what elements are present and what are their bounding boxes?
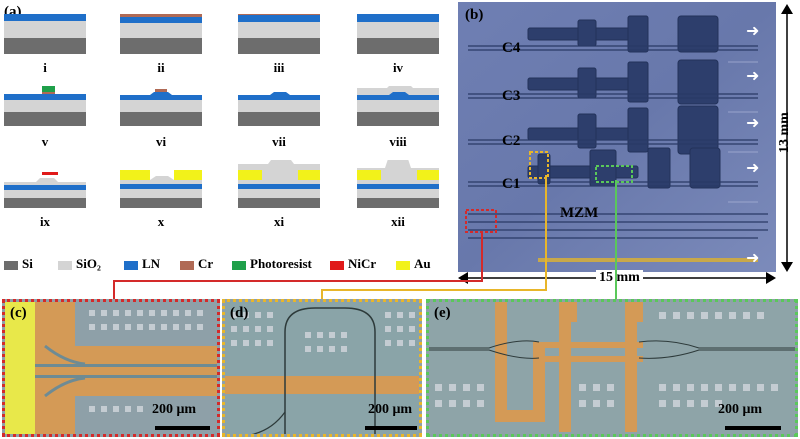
- step-ix-diagram: [4, 168, 86, 208]
- step-iii-label: iii: [273, 60, 285, 75]
- legend-nicr-swatch: [330, 260, 344, 270]
- step-iv-label: iv: [392, 60, 404, 75]
- step-vii-label: vii: [272, 134, 286, 149]
- legend-au: Au: [396, 256, 431, 272]
- panel-d-zoom: [222, 299, 422, 437]
- legend-sio2: SiO₂: [58, 256, 101, 272]
- step-ix-label: ix: [39, 214, 51, 229]
- step-xii-label: xii: [391, 214, 405, 229]
- legend-cr-swatch: [180, 260, 194, 270]
- panel-b-label: (b): [465, 7, 484, 23]
- legend-cr-text: Cr: [198, 256, 214, 271]
- step-viii-diagram: [357, 82, 439, 126]
- panel-e-zoom: [426, 299, 798, 437]
- step-xii-diagram: [357, 156, 439, 208]
- panel-d-scale-label: 200 μm: [368, 402, 413, 417]
- channel-c4-label: C4: [502, 40, 521, 56]
- step-ii-diagram: [120, 14, 202, 54]
- mzm-label: MZM: [560, 205, 599, 221]
- step-v-diagram: [4, 86, 86, 126]
- height-dimension-arrow: [781, 4, 793, 272]
- step-vi-diagram: [120, 86, 202, 126]
- channel-c1-label: C1: [502, 176, 521, 192]
- output-arrow-icon: ➜: [746, 158, 760, 177]
- step-i-label: i: [43, 60, 47, 75]
- panel-c-label: (c): [10, 305, 27, 321]
- step-xi-diagram: [238, 156, 320, 208]
- legend-nicr: NiCr: [330, 256, 376, 272]
- panel-e-label: (e): [434, 305, 451, 321]
- legend-ln: LN: [124, 256, 160, 272]
- step-x-label: x: [157, 214, 165, 229]
- output-arrow-icon: ➜: [746, 248, 760, 267]
- legend-si: Si: [4, 256, 33, 272]
- panel-e-scale-label: 200 μm: [718, 402, 763, 417]
- step-viii-label: viii: [389, 134, 407, 149]
- panel-c-zoom: [2, 299, 220, 437]
- legend-ln-swatch: [124, 260, 138, 270]
- channel-c3-label: C3: [502, 88, 521, 104]
- step-vii-diagram: [238, 86, 320, 126]
- step-x-diagram: [120, 168, 202, 208]
- legend-au-swatch: [396, 260, 410, 270]
- step-ii-label: ii: [157, 60, 165, 75]
- width-dimension-label: 15 mm: [596, 270, 643, 286]
- legend-sio2-text: SiO₂: [76, 256, 101, 271]
- panel-d-label: (d): [230, 305, 249, 321]
- output-arrow-icon: ➜: [746, 113, 760, 132]
- step-vi-label: vi: [155, 134, 167, 149]
- legend-sio2-swatch: [58, 260, 72, 270]
- legend-photoresist-swatch: [232, 260, 246, 270]
- output-arrow-icon: ➜: [746, 66, 760, 85]
- legend-si-swatch: [4, 260, 18, 270]
- legend-au-text: Au: [414, 256, 431, 271]
- legend-cr: Cr: [180, 256, 213, 272]
- panel-c-scale-label: 200 μm: [152, 402, 197, 417]
- channel-c2-label: C2: [502, 133, 521, 149]
- step-i-diagram: [4, 14, 86, 54]
- legend-nicr-text: NiCr: [348, 256, 377, 271]
- legend-si-text: Si: [22, 256, 33, 271]
- legend-ln-text: LN: [142, 256, 161, 271]
- legend-photoresist: Photoresist: [232, 256, 312, 272]
- output-arrow-icon: ➜: [746, 21, 760, 40]
- step-xi-label: xi: [273, 214, 285, 229]
- legend-photoresist-text: Photoresist: [250, 256, 312, 271]
- step-v-label: v: [41, 134, 49, 149]
